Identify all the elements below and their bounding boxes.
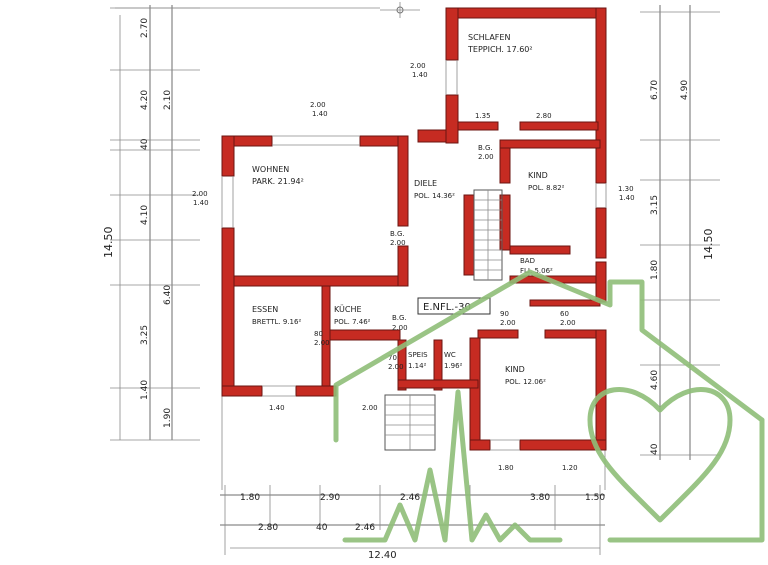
level-label: E.NFL.-30	[423, 302, 471, 313]
house-logo-watermark	[333, 269, 765, 543]
room-labels: SCHLAFEN TEPPICH. 17.60² WOHNEN PARK. 21…	[252, 33, 565, 386]
svg-text:B.G.: B.G.	[390, 230, 405, 238]
staircase	[384, 189, 503, 451]
left-dimension-labels: 2.70 4.20 40 2.10 4.10 6.40 3.25 1.40 1.…	[102, 18, 173, 428]
dim-left-9: 1.90	[163, 408, 173, 428]
svg-text:1.20: 1.20	[562, 464, 578, 472]
dim-bottom-3: 2.46	[400, 493, 420, 503]
room-bad-name: BAD	[520, 257, 535, 265]
svg-text:1.30: 1.30	[618, 185, 634, 193]
room-wohnen-name: WOHNEN	[252, 165, 289, 174]
room-kueche-area: POL. 7.46²	[334, 318, 371, 326]
svg-text:1.40: 1.40	[269, 404, 285, 412]
room-diele-name: DIELE	[414, 179, 437, 188]
dim-left-5: 4.10	[140, 205, 150, 225]
svg-text:2.00: 2.00	[192, 190, 208, 198]
dim-right-4: 1.80	[650, 260, 660, 280]
dim-bottom-4: 3.80	[530, 493, 550, 503]
dim-bottom-2: 2.90	[320, 493, 340, 503]
dim-right-5: 4.60	[650, 370, 660, 390]
svg-text:2.00: 2.00	[310, 101, 326, 109]
dim-bottom-8: 40	[316, 523, 328, 533]
svg-text:1.40: 1.40	[619, 194, 635, 202]
svg-text:B.G.: B.G.	[478, 144, 493, 152]
svg-text:2.00: 2.00	[314, 339, 330, 347]
house-roof-icon	[333, 269, 765, 443]
right-dimension-labels: 6.70 4.90 3.15 1.80 4.60 40 14.50	[650, 80, 715, 455]
svg-text:2.00: 2.00	[362, 404, 378, 412]
svg-text:1.35: 1.35	[475, 112, 491, 120]
dim-left-2: 4.20	[140, 90, 150, 110]
room-bad-area: FLI. 5.06²	[520, 267, 553, 275]
dim-left-1: 2.70	[140, 18, 150, 38]
dim-right-total: 14.50	[702, 229, 715, 261]
room-wc-name: WC	[444, 351, 456, 359]
dim-bottom-1: 1.80	[240, 493, 260, 503]
dim-bottom-5: 1.50	[585, 493, 605, 503]
svg-text:B.G.: B.G.	[392, 314, 407, 322]
svg-text:2.00: 2.00	[560, 319, 576, 327]
dim-bottom-6: 2.80	[258, 523, 278, 533]
opening-marks: 2.00 1.40 2.00 1.40 1.30 1.40 2.00 1.40 …	[192, 62, 635, 472]
svg-text:2.00: 2.00	[410, 62, 426, 70]
dim-left-7: 3.25	[140, 325, 150, 345]
dim-right-6: 40	[650, 443, 660, 455]
svg-text:80: 80	[314, 330, 323, 338]
room-wohnen-area: PARK. 21.94²	[252, 177, 304, 186]
room-kind2-area: POL. 12.06²	[505, 378, 546, 386]
room-speis-name: SPEIS	[408, 351, 428, 359]
svg-text:2.80: 2.80	[536, 112, 552, 120]
svg-text:2.00: 2.00	[500, 319, 516, 327]
room-kueche-name: KÜCHE	[334, 304, 362, 314]
svg-text:60: 60	[560, 310, 569, 318]
room-essen-name: ESSEN	[252, 305, 278, 314]
house-wall-icon	[607, 417, 765, 543]
room-kind1-area: POL. 8.82²	[528, 184, 565, 192]
dim-left-8: 1.40	[140, 380, 150, 400]
svg-text:1.80: 1.80	[498, 464, 514, 472]
svg-text:90: 90	[500, 310, 509, 318]
heart-icon	[587, 387, 733, 523]
dimension-lines	[110, 2, 720, 555]
svg-text:2.00: 2.00	[388, 363, 404, 371]
dim-right-1: 6.70	[650, 80, 660, 100]
svg-text:70: 70	[388, 354, 397, 362]
bottom-dimension-labels: 1.80 2.90 2.46 3.80 1.50 2.80 2.46 40 12…	[240, 493, 605, 561]
room-speis-area: 1.14²	[408, 362, 427, 370]
room-schlafen-name: SCHLAFEN	[468, 33, 510, 42]
room-kind1-name: KIND	[528, 171, 548, 180]
room-kind2-name: KIND	[505, 365, 525, 374]
svg-text:1.40: 1.40	[193, 199, 209, 207]
windows	[221, 60, 607, 451]
dim-left-total: 14.50	[102, 227, 115, 259]
heartbeat-icon	[342, 389, 563, 543]
svg-text:1.40: 1.40	[412, 71, 428, 79]
svg-text:2.00: 2.00	[478, 153, 494, 161]
room-schlafen-area: TEPPICH. 17.60²	[467, 45, 533, 54]
room-essen-area: BRETTL. 9.16²	[252, 318, 301, 326]
dim-left-4: 2.10	[163, 90, 173, 110]
svg-text:2.00: 2.00	[392, 324, 408, 332]
dim-bottom-total: 12.40	[368, 550, 397, 560]
svg-text:2.00: 2.00	[390, 239, 406, 247]
room-diele-area: POL. 14.36²	[414, 192, 455, 200]
walls	[221, 7, 607, 451]
room-wc-area: 1.96²	[444, 362, 463, 370]
dim-right-3: 3.15	[650, 195, 660, 215]
svg-text:1.40: 1.40	[312, 110, 328, 118]
dim-right-2: 4.90	[680, 80, 690, 100]
dim-left-6: 6.40	[163, 285, 173, 305]
dim-bottom-7: 2.46	[355, 523, 375, 533]
dim-left-3: 40	[140, 138, 150, 150]
